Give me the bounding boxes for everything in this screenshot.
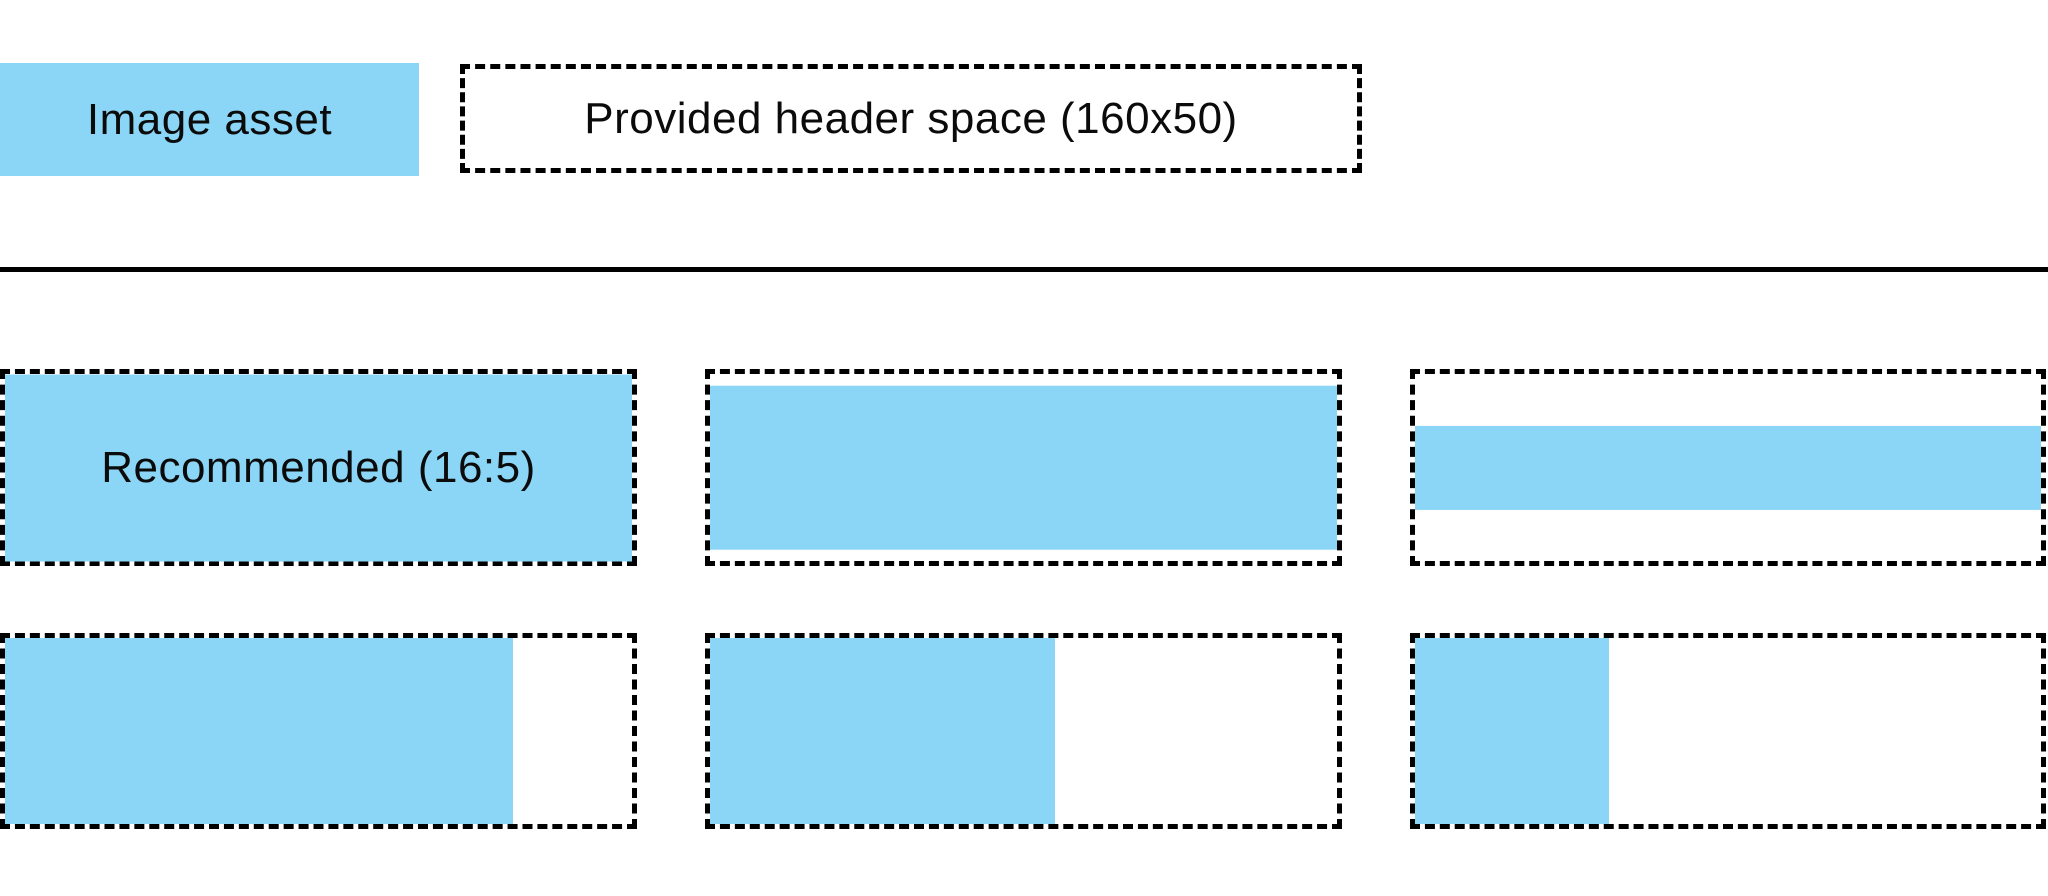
example-cell-r1c1: Recommended (16:5) bbox=[0, 369, 637, 566]
section-divider-line bbox=[0, 267, 2048, 272]
example-cell-r2c3 bbox=[1410, 633, 2046, 829]
asset-fill bbox=[710, 638, 1055, 824]
legend-image-asset-label: Image asset bbox=[86, 94, 333, 144]
asset-fill bbox=[1415, 425, 2041, 510]
legend-header-space-label: Provided header space (160x50) bbox=[584, 93, 1238, 143]
example-cell-r1c3 bbox=[1410, 369, 2046, 566]
example-cell-r1c2 bbox=[705, 369, 1342, 566]
example-cell-r2c2 bbox=[705, 633, 1342, 829]
asset-fill bbox=[710, 385, 1337, 550]
recommended-ratio-label: Recommended (16:5) bbox=[101, 442, 536, 492]
legend-image-asset-swatch: Image asset bbox=[0, 63, 419, 176]
asset-fill bbox=[5, 638, 513, 824]
example-cell-r2c1 bbox=[0, 633, 637, 829]
asset-fill bbox=[5, 374, 632, 561]
legend-header-space-box: Provided header space (160x50) bbox=[460, 64, 1362, 173]
asset-fill bbox=[1415, 638, 1610, 824]
